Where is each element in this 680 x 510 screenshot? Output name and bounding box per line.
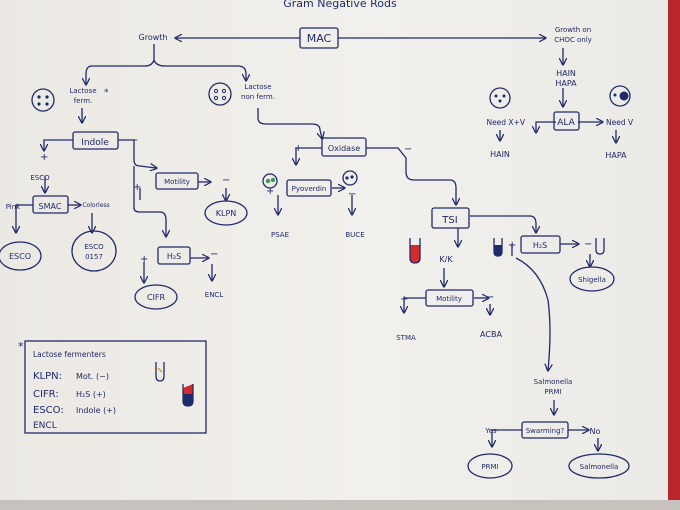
pink-label: Pink bbox=[6, 203, 21, 211]
growth-label: Growth bbox=[139, 33, 168, 42]
colorless-label: Colorless bbox=[82, 202, 109, 209]
plus-sign: + bbox=[400, 294, 408, 305]
table-edge bbox=[0, 500, 680, 510]
tsi-box: TSI bbox=[441, 215, 457, 226]
red-tape-edge bbox=[668, 0, 680, 510]
esco-label: ESCO bbox=[30, 174, 50, 182]
xv-disk-plate-icon bbox=[489, 87, 511, 109]
legend-title: Lactose fermenters bbox=[33, 350, 106, 359]
need-v-label: Need V bbox=[606, 118, 634, 127]
lactose-nonferm-label-2: non ferm. bbox=[241, 93, 275, 101]
shigella-result: Shigella bbox=[578, 276, 606, 284]
cifr-result: CIFR bbox=[147, 293, 166, 302]
minus-sign: − bbox=[348, 189, 356, 200]
plus-sign: + bbox=[508, 240, 516, 251]
plus-sign: + bbox=[266, 186, 274, 197]
lactose-ferm-label-2: ferm. bbox=[74, 97, 93, 105]
minus-sign: − bbox=[130, 135, 138, 146]
lactose-ferm-label-1: Lactose bbox=[69, 87, 96, 95]
esco-0157-result-2: 0157 bbox=[85, 253, 103, 261]
no-label: No bbox=[590, 427, 601, 436]
plus-sign: + bbox=[133, 182, 141, 193]
pyoverdin-neg-colony-icon bbox=[342, 170, 358, 186]
psae-result: PSAE bbox=[271, 231, 289, 239]
legend-frame bbox=[24, 340, 207, 434]
acba-result: ACBA bbox=[480, 330, 502, 339]
esco-0157-result-1: ESCO bbox=[84, 243, 104, 251]
pyoverdin-box: Pyoverdin bbox=[292, 185, 327, 193]
pyoverdin-pos-colony-icon bbox=[262, 173, 278, 189]
minus-sign: − bbox=[210, 249, 218, 260]
yes-label: Yes bbox=[484, 427, 497, 435]
hain-label: HAIN bbox=[556, 69, 576, 78]
connectors bbox=[16, 38, 616, 450]
h2s-box: H₂S bbox=[167, 252, 181, 261]
kk-label: K/K bbox=[439, 255, 453, 264]
legend-row-org: ESCO: bbox=[33, 405, 64, 416]
legend-row-org: KLPN: bbox=[33, 371, 62, 382]
minus-sign: − bbox=[486, 292, 494, 303]
stma-result: STMA bbox=[396, 334, 416, 342]
legend-row-org: ENCL bbox=[33, 421, 57, 431]
test-tubes bbox=[155, 238, 605, 407]
legend-row-test: Indole (+) bbox=[76, 406, 116, 415]
buce-result: BUCE bbox=[345, 231, 364, 239]
esco-result: ESCO bbox=[9, 252, 31, 261]
legend-asterisk: * bbox=[18, 340, 24, 353]
hapa-label: HAPA bbox=[555, 79, 577, 88]
ala-box: ALA bbox=[557, 118, 575, 128]
growth-choc-label-1: Growth on bbox=[555, 26, 591, 34]
lactose-ferm-colony-icon bbox=[31, 88, 55, 112]
minus-sign: − bbox=[222, 175, 230, 186]
motility-box-2: Motility bbox=[436, 295, 462, 303]
lactose-ferm-asterisk: * bbox=[104, 88, 109, 98]
colony-drawings bbox=[31, 82, 631, 189]
mac-box: MAC bbox=[307, 32, 332, 45]
h2s-box-right: H₂S bbox=[533, 241, 547, 250]
swarming-box: Swarming? bbox=[526, 427, 565, 435]
shigella-tube-icon bbox=[595, 238, 605, 255]
minus-sign: − bbox=[584, 239, 592, 250]
labels: Gram Negative Rods MAC Growth Growth on … bbox=[6, 0, 634, 471]
legend: * Lactose fermenters KLPN: Mot. (−) CIFR… bbox=[18, 340, 116, 431]
lactose-nonferm-colony-icon bbox=[208, 82, 232, 106]
salmonella-result: Salmonella bbox=[580, 463, 619, 471]
legend-cifr-tube-icon bbox=[182, 384, 194, 407]
tsi-kk-tube-icon bbox=[409, 238, 421, 264]
plus-minus-signs: + − + − + − + − + − + − + − bbox=[40, 135, 592, 305]
salmonella-prmi-label-1: Salmonella bbox=[534, 378, 573, 386]
plus-sign: + bbox=[294, 143, 302, 154]
smac-box: SMAC bbox=[39, 202, 62, 211]
encl-result: ENCL bbox=[205, 291, 224, 299]
oval-shapes bbox=[0, 200, 630, 479]
legend-row-test: H₂S (+) bbox=[76, 390, 106, 399]
tsi-h2s-tube-icon bbox=[493, 238, 503, 257]
legend-row-test: Mot. (−) bbox=[76, 372, 109, 381]
minus-sign: − bbox=[404, 144, 412, 155]
klpn-result: KLPN bbox=[216, 209, 237, 218]
plus-sign: + bbox=[40, 152, 48, 163]
lactose-nonferm-label-1: Lactose bbox=[244, 83, 271, 91]
motility-box: Motility bbox=[164, 178, 190, 186]
oxidase-box: Oxidase bbox=[328, 144, 360, 153]
growth-choc-label-2: CHOC only bbox=[554, 36, 592, 44]
legend-row-org: CIFR: bbox=[33, 389, 59, 400]
prmi-result: PRMI bbox=[481, 463, 498, 471]
diagram-title: Gram Negative Rods bbox=[283, 0, 397, 10]
salmonella-prmi-label-2: PRMI bbox=[544, 388, 561, 396]
need-xv-label: Need X+V bbox=[486, 118, 525, 127]
legend-klpn-tube-icon bbox=[155, 362, 165, 382]
indole-box: Indole bbox=[81, 138, 109, 148]
hapa-result: HAPA bbox=[605, 151, 627, 160]
box-shapes bbox=[32, 27, 580, 439]
v-disk-plate-icon bbox=[609, 85, 631, 107]
hain-result: HAIN bbox=[490, 150, 510, 159]
plus-sign: + bbox=[140, 254, 148, 265]
